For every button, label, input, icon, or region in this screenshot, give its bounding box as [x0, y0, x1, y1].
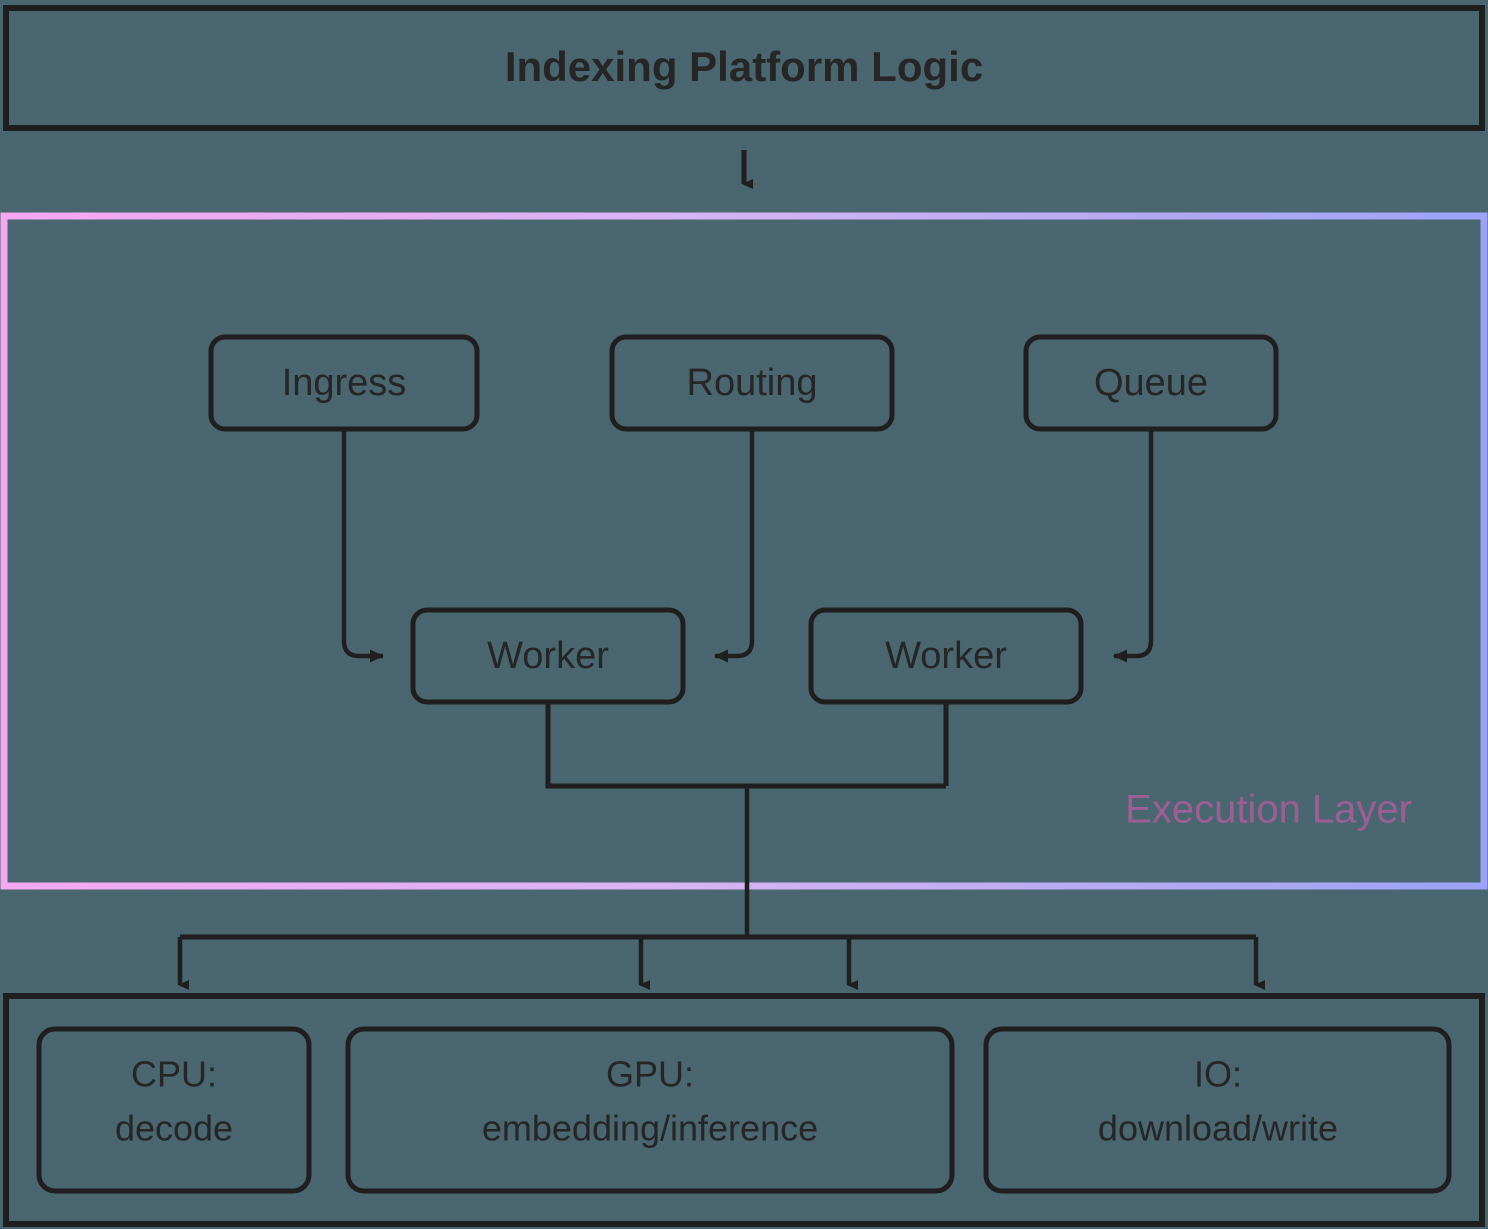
node-cpu — [36, 1026, 312, 1194]
node-cpu-line2: decode — [115, 1108, 233, 1149]
execution-layer-label: Execution Layer — [1125, 788, 1412, 832]
edge-routing-to-worker-left — [714, 429, 755, 663]
node-routing-label: Routing — [687, 362, 818, 404]
node-io-line2: download/write — [1098, 1108, 1338, 1149]
node-queue-label: Queue — [1094, 362, 1208, 404]
edge-queue-to-worker-right — [1113, 429, 1154, 663]
indexing-platform-logic-label: Indexing Platform Logic — [505, 43, 983, 90]
node-io — [983, 1026, 1452, 1194]
edge-ingress-to-worker — [341, 429, 384, 663]
resource-layer-container — [3, 993, 1485, 1227]
edge-workers-merge-bar — [545, 702, 949, 789]
node-gpu-line1: GPU: — [606, 1054, 694, 1095]
node-gpu-line2: embedding/inference — [482, 1108, 818, 1149]
node-cpu-line1: CPU: — [131, 1054, 217, 1095]
node-worker-left-label: Worker — [487, 635, 609, 677]
node-worker-right-label: Worker — [885, 635, 1007, 677]
node-gpu — [345, 1026, 955, 1194]
node-io-line1: IO: — [1194, 1054, 1242, 1095]
execution-layer-container — [0, 212, 1488, 890]
node-ingress-label: Ingress — [282, 362, 407, 404]
indexing-platform-logic-box — [3, 5, 1485, 131]
